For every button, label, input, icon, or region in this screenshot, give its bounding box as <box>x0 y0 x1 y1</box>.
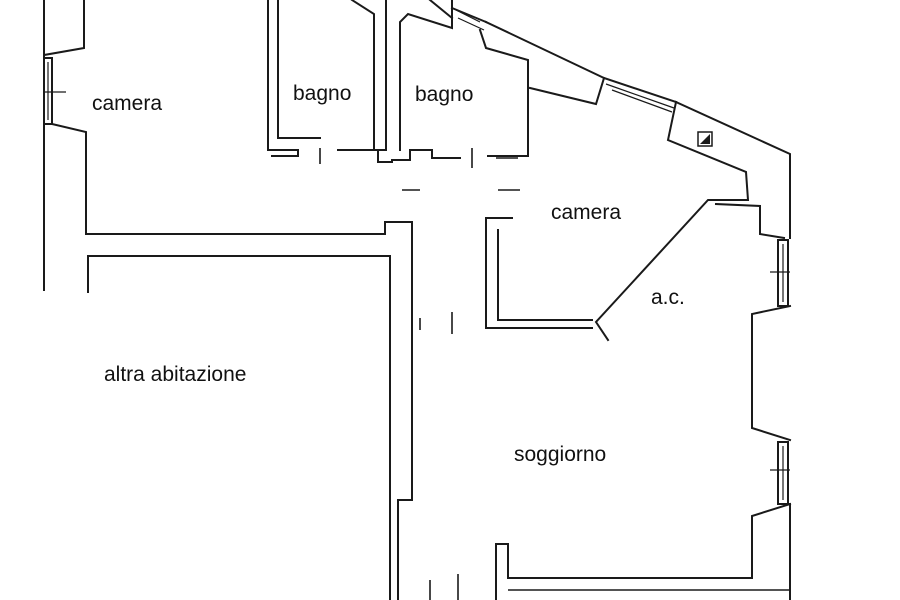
room-label-soggiorno: soggiorno <box>514 443 606 466</box>
boiler-symbol-icon <box>697 131 713 147</box>
room-label-camera-left: camera <box>92 92 162 115</box>
room-label-camera-right: camera <box>551 201 621 224</box>
room-label-ac: a.c. <box>651 286 685 309</box>
wall-left-camera <box>43 0 413 326</box>
wall-top-diagonal <box>428 0 791 342</box>
wall-altra-abitazione <box>87 255 421 600</box>
room-label-altra-abitazione: altra abitazione <box>104 363 246 386</box>
wall-right-outer <box>429 239 792 600</box>
wall-camera-right <box>402 189 593 334</box>
wall-bagno-left <box>267 0 393 164</box>
room-label-bagno-right: bagno <box>415 83 473 106</box>
room-label-bagno-left: bagno <box>293 82 351 105</box>
